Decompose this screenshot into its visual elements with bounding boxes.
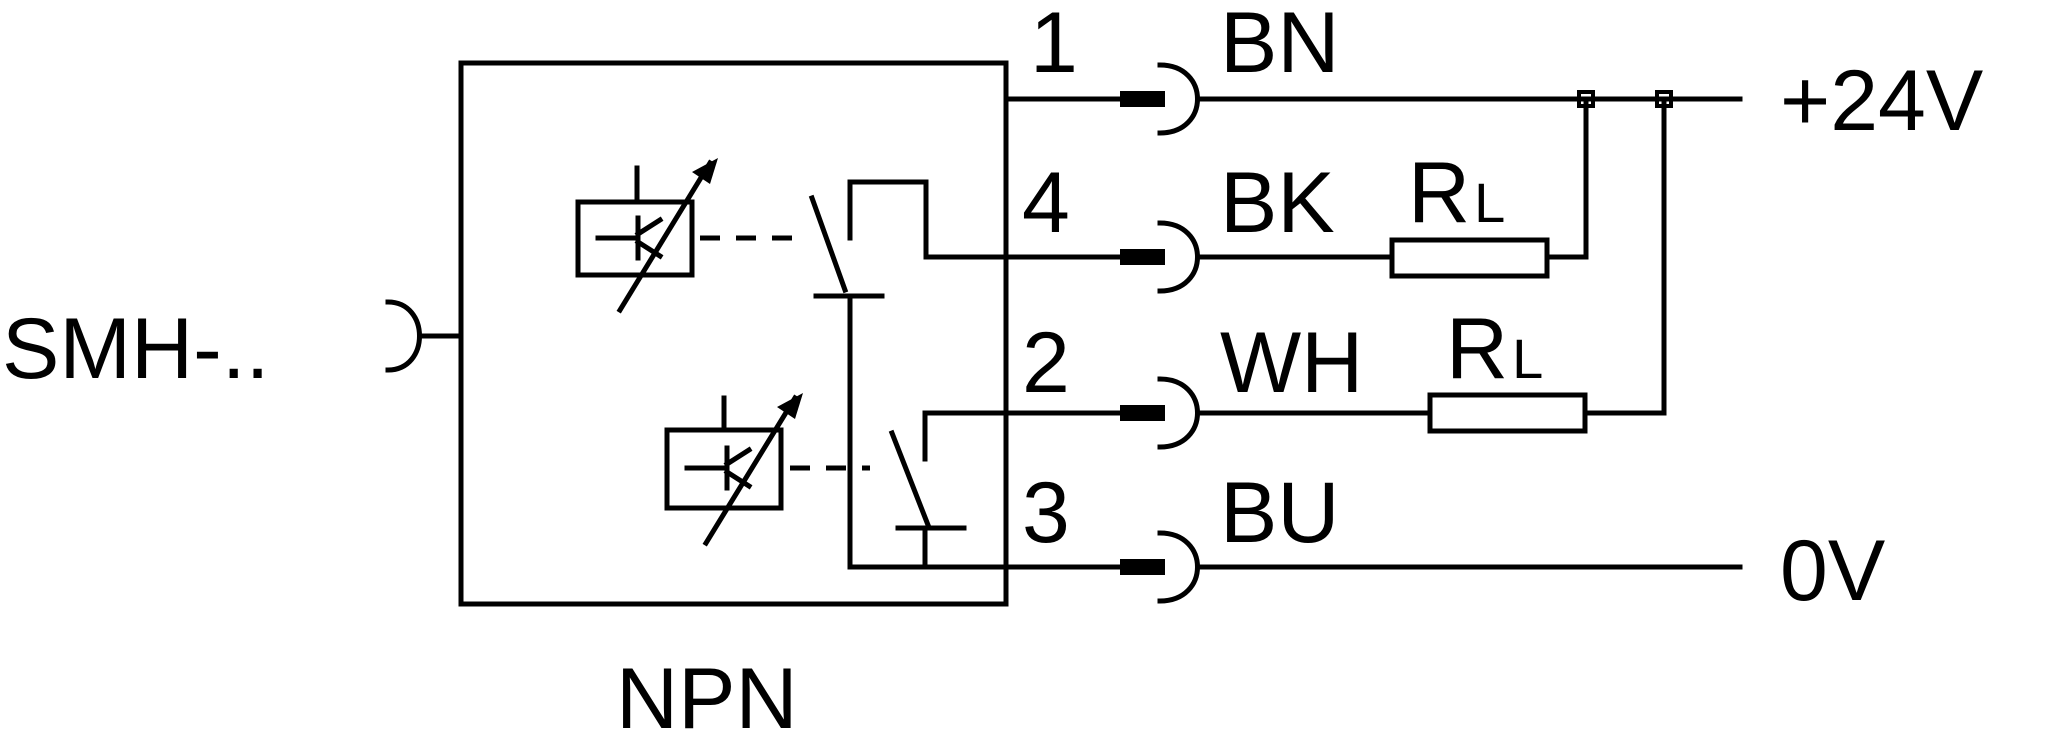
junction-node	[1655, 90, 1673, 108]
wire-wh-return	[1582, 96, 1667, 416]
output-connector-pin4	[1120, 220, 1200, 294]
input-label: SMH-..	[2, 301, 270, 397]
supply-ground-label: 0V	[1780, 523, 1885, 619]
pin-number-label: 4	[1022, 155, 1070, 251]
load-resistor-bk	[1389, 237, 1550, 279]
pin-number-label: 1	[1030, 0, 1078, 91]
wire-color-label: BU	[1220, 465, 1339, 561]
sensor-element-lower	[664, 393, 803, 547]
load-resistor-label: RL	[1446, 301, 1543, 397]
pin-number-label: 2	[1022, 315, 1070, 411]
input-connector-symbol	[385, 299, 422, 373]
sensor-housing-box	[458, 60, 1009, 607]
output-type-label: NPN	[616, 651, 798, 741]
pin-number-label: 3	[1022, 465, 1070, 561]
load-resistor-wh	[1427, 392, 1588, 434]
switch-upper	[808, 179, 929, 570]
wire-color-label: BN	[1220, 0, 1339, 91]
load-resistor-label: RL	[1408, 145, 1505, 241]
wire-bk-return	[1544, 96, 1589, 260]
output-connector-pin1	[1120, 62, 1200, 136]
output-connector-pin2	[1120, 376, 1200, 450]
junction-node	[1577, 90, 1595, 108]
wire-color-label: BK	[1220, 155, 1335, 251]
supply-positive-label: +24V	[1780, 53, 1983, 149]
output-connector-pin3	[1120, 530, 1200, 604]
switch-lower	[888, 410, 1133, 570]
sensor-element-upper	[575, 158, 718, 314]
wire-color-label: WH	[1220, 315, 1363, 411]
